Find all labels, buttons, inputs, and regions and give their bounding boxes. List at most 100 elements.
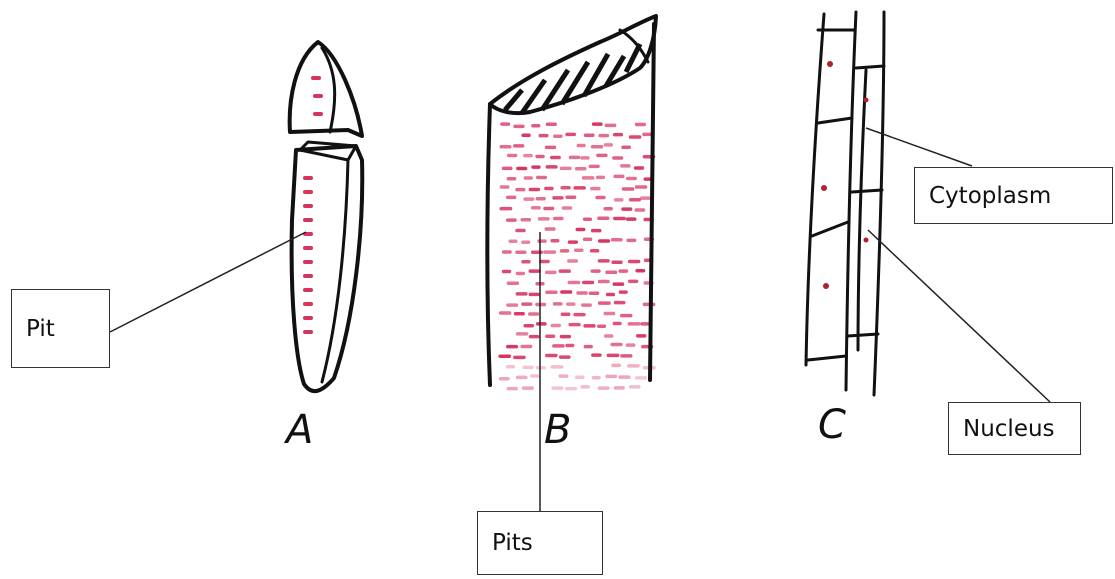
label-nucleus-text: Nucleus bbox=[963, 416, 1055, 442]
pit-mark bbox=[626, 177, 637, 181]
cross-wall bbox=[808, 356, 846, 360]
pit-mark bbox=[538, 217, 550, 221]
pit-mark bbox=[559, 269, 571, 273]
pit-mark bbox=[620, 164, 631, 168]
cross-wall bbox=[852, 190, 882, 192]
pit-mark bbox=[613, 217, 626, 221]
pit-mark bbox=[619, 290, 628, 294]
pit-mark bbox=[506, 365, 515, 369]
pit-mark bbox=[584, 133, 595, 137]
pit-mark bbox=[546, 122, 557, 126]
pit-mark bbox=[613, 133, 623, 137]
pit-mark bbox=[635, 185, 648, 189]
label-pits-text: Pits bbox=[492, 530, 533, 556]
pit-mark bbox=[620, 314, 633, 318]
pit-mark bbox=[614, 301, 626, 305]
pit-mark bbox=[634, 166, 644, 170]
pit-mark bbox=[515, 250, 526, 254]
pit-mark bbox=[303, 330, 313, 334]
pit-mark bbox=[521, 260, 530, 264]
panel-a-pit-marks bbox=[303, 76, 323, 334]
pit-mark bbox=[514, 312, 525, 316]
label-cytoplasm: Cytoplasm bbox=[914, 167, 1113, 224]
pit-mark bbox=[566, 302, 576, 306]
pit-mark bbox=[521, 302, 532, 306]
pit-mark bbox=[598, 259, 610, 263]
pit-mark bbox=[598, 386, 610, 390]
pit-mark bbox=[545, 335, 555, 339]
pit-mark bbox=[530, 374, 539, 378]
pit-mark bbox=[531, 165, 540, 169]
cross-wall bbox=[812, 222, 848, 236]
nucleus-dot bbox=[864, 98, 869, 103]
pit-mark bbox=[591, 229, 602, 233]
pit-mark bbox=[597, 324, 606, 328]
pit-mark bbox=[597, 217, 609, 221]
pit-mark bbox=[622, 187, 635, 191]
pit-mark bbox=[545, 354, 558, 358]
pit-mark bbox=[560, 290, 572, 294]
pit-mark bbox=[596, 154, 607, 158]
pit-mark bbox=[553, 134, 563, 138]
pit-mark bbox=[545, 291, 557, 295]
panel-letter-a: A bbox=[283, 407, 313, 453]
pit-mark bbox=[640, 196, 651, 200]
pit-mark bbox=[561, 313, 571, 317]
pit-mark bbox=[618, 375, 630, 379]
pit-mark bbox=[626, 343, 636, 347]
pit-mark bbox=[592, 122, 603, 126]
pit-mark bbox=[626, 217, 637, 221]
pit-mark bbox=[590, 187, 601, 191]
pit-mark bbox=[614, 386, 625, 390]
nucleus-dot bbox=[823, 283, 829, 289]
pit-mark bbox=[613, 282, 625, 286]
pit-mark bbox=[502, 270, 511, 274]
pit-mark bbox=[589, 291, 600, 295]
pit-mark bbox=[513, 144, 524, 148]
pit-mark bbox=[611, 364, 621, 368]
panel-letter-c: C bbox=[818, 402, 846, 448]
pit-mark bbox=[515, 188, 525, 192]
pit-mark bbox=[621, 207, 632, 211]
label-cytoplasm-text: Cytoplasm bbox=[929, 183, 1051, 209]
pit-mark bbox=[515, 229, 525, 233]
pit-mark bbox=[551, 324, 561, 328]
pit-mark bbox=[506, 196, 516, 200]
pit-mark bbox=[543, 207, 554, 211]
pit-mark bbox=[546, 165, 558, 169]
pit-mark bbox=[635, 123, 646, 127]
pit-mark bbox=[522, 366, 533, 370]
pit-mark bbox=[559, 355, 571, 359]
pit-mark bbox=[529, 293, 540, 297]
panel-a-fibre bbox=[290, 42, 363, 391]
pit-mark bbox=[537, 239, 546, 243]
pit-mark bbox=[612, 156, 623, 160]
pit-mark bbox=[523, 197, 534, 201]
pit-mark bbox=[545, 227, 556, 231]
pit-mark bbox=[580, 156, 589, 160]
pit-mark bbox=[640, 322, 650, 326]
pit-mark bbox=[584, 345, 593, 349]
pit-mark bbox=[610, 343, 622, 347]
pit-mark bbox=[614, 198, 624, 202]
cross-wall bbox=[856, 66, 884, 68]
pit-mark bbox=[589, 165, 600, 169]
pit-mark bbox=[516, 167, 527, 171]
cross-wall bbox=[818, 118, 852, 123]
pit-mark bbox=[513, 125, 524, 129]
pit-mark bbox=[536, 197, 546, 201]
pit-mark bbox=[591, 353, 602, 357]
leader-lines bbox=[110, 128, 1050, 512]
pit-mark bbox=[560, 249, 570, 253]
pit-mark bbox=[581, 303, 592, 307]
pit-mark bbox=[613, 175, 624, 179]
pit-mark bbox=[507, 387, 518, 391]
fibre-top-face bbox=[300, 142, 356, 160]
pit-mark bbox=[536, 322, 547, 326]
vessel-left-wall bbox=[487, 104, 490, 385]
pit-mark bbox=[553, 217, 564, 221]
pit-mark bbox=[311, 76, 321, 80]
pit-mark bbox=[604, 334, 613, 338]
pit-mark bbox=[559, 374, 569, 378]
pit-mark bbox=[543, 250, 556, 254]
